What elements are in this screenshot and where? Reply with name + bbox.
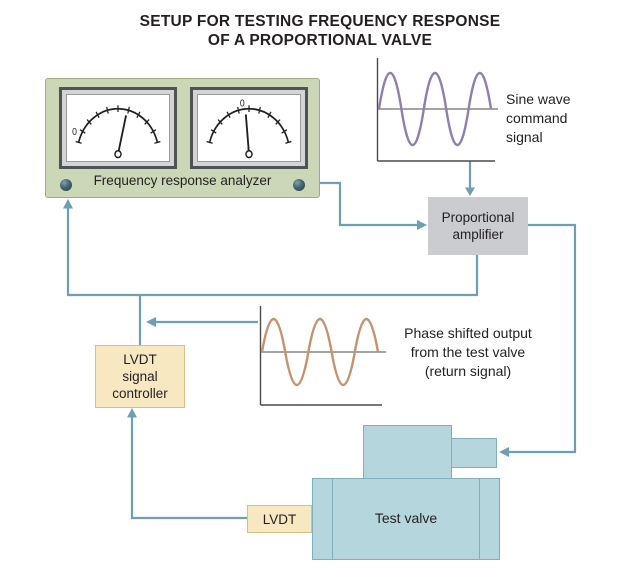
- meter-tick: [267, 111, 272, 119]
- command-signal-label: Sine wave command signal: [506, 90, 571, 147]
- proportional-amplifier-box: Proportional amplifier: [428, 197, 528, 255]
- controller-label-line: signal: [122, 369, 158, 384]
- meter-scale-arc: [77, 107, 159, 143]
- wire-return-bus-to-analyzer: [66, 207, 479, 297]
- command-signal-label-line: signal: [506, 129, 543, 145]
- meter-tick: [86, 119, 92, 125]
- meter-needle-icon: [117, 115, 127, 155]
- meter-tick: [217, 119, 223, 125]
- meter-tick: [275, 119, 281, 125]
- meter-tick: [154, 140, 161, 144]
- analog-meter-right: 0: [190, 87, 308, 169]
- return-signal-label-line: (return signal): [424, 363, 512, 379]
- meter-tick: [127, 106, 130, 114]
- meter-tick: [258, 106, 261, 114]
- lvdt-box: LVDT: [247, 505, 312, 533]
- analyzer-label: Frequency response analyzer: [93, 173, 272, 188]
- command-wave-graph: [375, 55, 500, 165]
- command-signal-label-line: Sine wave: [506, 91, 571, 107]
- meter-tick: [226, 111, 231, 119]
- panel-knob-right-icon: [293, 179, 305, 191]
- meter-tick: [79, 129, 86, 134]
- arrowhead-test-valve-input: [499, 447, 509, 457]
- test-valve-top-block: [363, 425, 452, 479]
- test-valve-body: Test valve: [312, 478, 500, 560]
- meter-scale-arc: [208, 107, 290, 143]
- return-signal-label-line: Phase shifted output: [404, 325, 532, 341]
- meter-dial-icon: 0: [206, 98, 292, 159]
- meter-tick: [75, 140, 82, 144]
- meter-tick: [210, 129, 217, 134]
- diagram-title: SETUP FOR TESTING FREQUENCY RESPONSE OF …: [0, 12, 640, 50]
- meter-needle-icon: [244, 114, 250, 155]
- meter-tick: [206, 140, 213, 144]
- return-sine-wave-path: [260, 317, 380, 387]
- return-signal-label: Phase shifted output from the test valve…: [388, 324, 548, 381]
- panel-knob-left-icon: [60, 179, 72, 191]
- meter-dial-icon: 0: [72, 105, 161, 159]
- arrowhead-amplifier-input-left: [417, 220, 427, 230]
- wire-amplifier-to-test-valve: [509, 223, 577, 454]
- command-sine-wave-path: [377, 72, 493, 146]
- analog-meter-left: 0: [59, 87, 177, 169]
- meter-face: 0: [197, 94, 301, 162]
- return-signal-label-line: from the test valve: [410, 344, 526, 360]
- test-valve-actuator-block: [450, 438, 497, 468]
- meter-tick: [106, 106, 109, 114]
- meter-bezel: 0: [62, 90, 174, 166]
- title-line-1: SETUP FOR TESTING FREQUENCY RESPONSE: [139, 13, 501, 30]
- wire-analyzer-to-amplifier: [320, 181, 418, 227]
- controller-label-line: controller: [112, 386, 168, 401]
- title-line-2: OF A PROPORTIONAL VALVE: [207, 32, 433, 49]
- meter-needle-pivot: [245, 149, 253, 159]
- valve-flange-line-right: [479, 479, 480, 559]
- meter-tick: [144, 119, 150, 125]
- wire-lvdt-to-controller: [130, 416, 247, 520]
- meter-needle-pivot: [114, 149, 122, 159]
- amplifier-label-line: amplifier: [452, 227, 504, 242]
- lvdt-label: LVDT: [262, 511, 297, 527]
- arrowhead-amplifier-input-top: [465, 187, 475, 196]
- meter-tick: [95, 111, 100, 119]
- meter-zero-label: 0: [72, 126, 77, 137]
- meter-tick: [237, 106, 240, 114]
- test-valve-label: Test valve: [374, 510, 438, 526]
- lvdt-signal-controller-box: LVDT signal controller: [95, 345, 185, 408]
- controller-label-line: LVDT: [123, 352, 157, 367]
- return-wave-graph: [258, 303, 388, 411]
- arrowhead-controller-input: [127, 408, 137, 418]
- meter-tick: [136, 111, 141, 119]
- meter-face: 0: [66, 94, 170, 162]
- meter-tick: [281, 129, 288, 134]
- amplifier-label-line: Proportional: [441, 210, 515, 225]
- valve-flange-line-left: [332, 479, 333, 559]
- command-signal-label-line: command: [506, 110, 568, 126]
- arrowhead-analyzer-input: [63, 199, 73, 209]
- meter-bezel: 0: [193, 90, 305, 166]
- meter-zero-label: 0: [240, 98, 245, 109]
- frequency-response-analyzer: 0: [45, 78, 320, 198]
- arrowhead-return-annotation: [146, 317, 156, 327]
- meter-tick: [285, 140, 292, 144]
- meter-tick: [150, 129, 157, 134]
